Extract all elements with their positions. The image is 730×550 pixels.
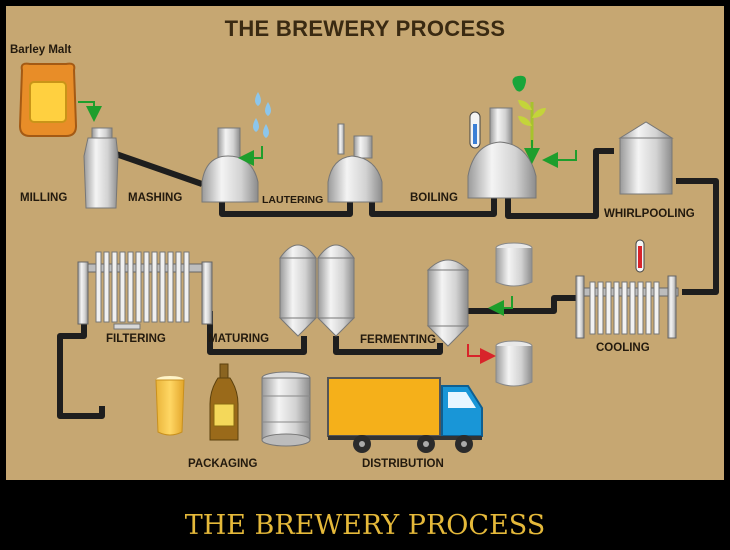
label-milling: MILLING bbox=[20, 192, 68, 204]
label-filtering: FILTERING bbox=[106, 333, 166, 345]
fermenting-tank bbox=[426, 259, 470, 347]
thermometer-icon bbox=[469, 111, 481, 149]
water-drops-icon bbox=[253, 92, 271, 138]
label-maturing: MATURING bbox=[208, 333, 270, 345]
process-illustration bbox=[18, 62, 719, 453]
hops-icon bbox=[512, 75, 546, 146]
cooling-plates bbox=[589, 281, 660, 335]
yeast-out-arrow bbox=[467, 344, 496, 364]
label-boiling: BOILING bbox=[410, 192, 458, 204]
milling-hopper bbox=[83, 127, 119, 209]
malt-arrow bbox=[78, 101, 102, 122]
label-distribution: DISTRIBUTION bbox=[362, 458, 444, 470]
label-packaging: PACKAGING bbox=[188, 458, 258, 470]
additive-arrow bbox=[542, 150, 577, 168]
label-lautering: LAUTERING bbox=[262, 194, 324, 206]
process-pipes bbox=[57, 148, 719, 419]
brewery-diagram: THE BREWERY PROCESS Barley Malt MILLING … bbox=[6, 6, 724, 480]
mashing-vessel bbox=[201, 127, 259, 203]
label-fermenting: FERMENTING bbox=[360, 334, 437, 346]
caption: THE BREWERY PROCESS bbox=[184, 510, 546, 541]
whirlpool-tank bbox=[618, 121, 674, 195]
filter-press bbox=[77, 251, 213, 330]
keg-icon bbox=[261, 371, 311, 447]
truck-icon bbox=[327, 377, 483, 453]
water-arrow bbox=[238, 146, 263, 166]
maturing-tanks bbox=[278, 244, 356, 337]
bottle-icon bbox=[209, 363, 239, 441]
yeast-in-arrow bbox=[488, 296, 513, 316]
glass-icon bbox=[155, 376, 185, 436]
label-whirlpooling: WHIRLPOOLING bbox=[604, 208, 695, 220]
cooling-thermometer-icon bbox=[635, 239, 645, 273]
malt-sack-icon bbox=[18, 62, 78, 137]
label-mashing: MASHING bbox=[128, 192, 183, 204]
yeast-bucket-icon bbox=[495, 242, 533, 287]
boiling-kettle bbox=[467, 107, 537, 199]
lautering-vessel bbox=[327, 123, 383, 203]
diagram-title: THE BREWERY PROCESS bbox=[224, 16, 506, 41]
label-cooling: COOLING bbox=[596, 342, 650, 354]
label-barley-malt: Barley Malt bbox=[10, 44, 72, 56]
spent-yeast-bucket-icon bbox=[495, 340, 533, 387]
cooling-exchanger bbox=[575, 275, 679, 339]
